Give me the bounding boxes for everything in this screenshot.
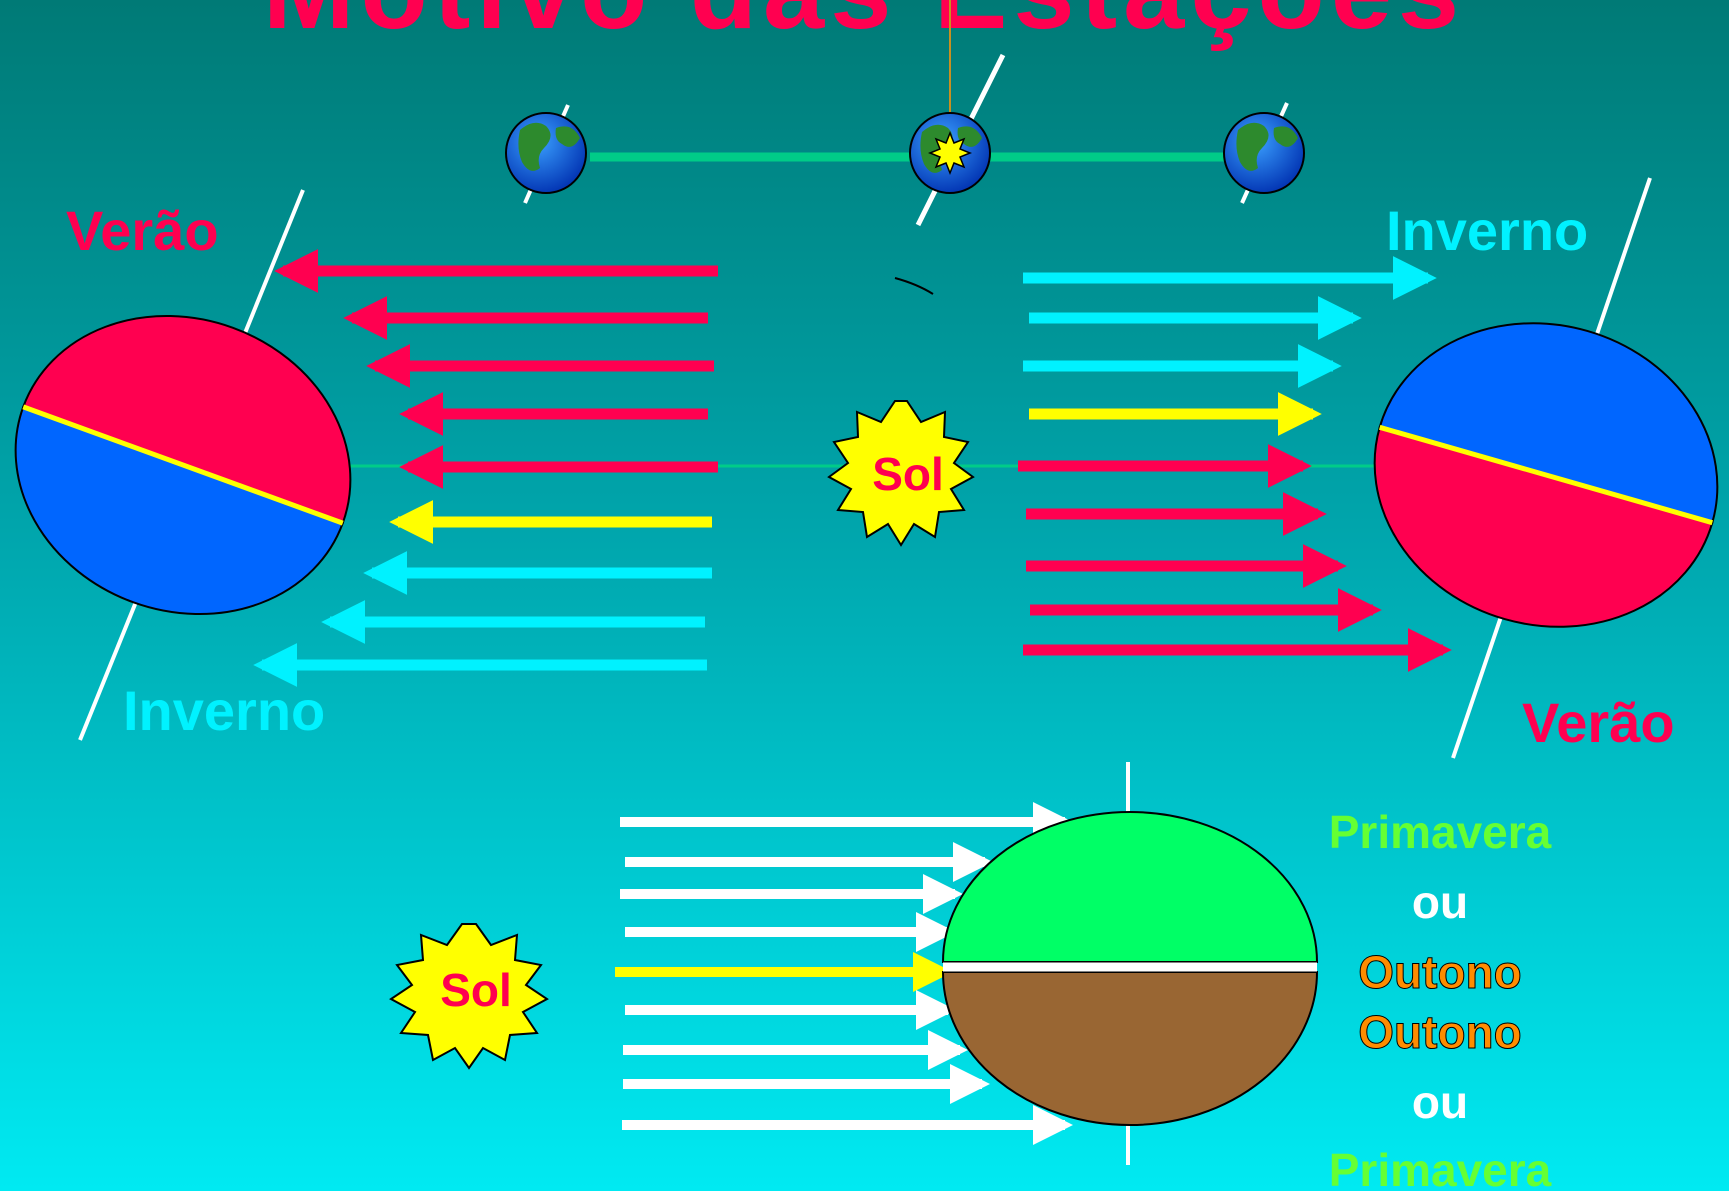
sun-burst-icon [927, 130, 973, 176]
left-top-label: Verão [66, 199, 219, 262]
right-globe: Inverno Verão [1373, 177, 1719, 759]
left-ray-arrows [253, 249, 718, 687]
label-primavera-2: Primavera [1329, 1144, 1552, 1191]
label-ou-2: ou [1412, 1076, 1468, 1128]
equinox-labels: Primavera ou Outono Outono ou Primavera [1329, 806, 1552, 1191]
bottom-ray-arrows [615, 802, 1073, 1145]
small-arc [894, 277, 934, 295]
left-globe: Verão Inverno [14, 189, 352, 742]
sun-label: Sol [440, 964, 512, 1016]
label-outono-1: Outono [1358, 946, 1522, 998]
label-primavera-1: Primavera [1329, 806, 1552, 858]
sun-label: Sol [872, 448, 944, 500]
orbit-diagram [505, 0, 1305, 295]
equator-line [1379, 424, 1713, 526]
equinox-globe [941, 762, 1319, 1165]
page-title: Motivo das Estações [263, 0, 1465, 52]
earth-icon [909, 53, 1006, 227]
label-outono-2: Outono [1358, 1006, 1522, 1058]
earth-icon [505, 104, 587, 204]
right-bottom-label: Verão [1522, 691, 1675, 754]
left-bottom-label: Inverno [123, 679, 325, 742]
right-top-label: Inverno [1386, 199, 1588, 262]
sun-bottom: Sol [389, 923, 549, 1070]
earth-icon [1223, 102, 1305, 204]
right-ray-arrows [1018, 256, 1452, 672]
equator-line [22, 404, 344, 526]
label-ou-1: ou [1412, 876, 1468, 928]
sun-burst-icon [389, 923, 549, 1070]
sun-burst-icon [827, 400, 975, 547]
sun-center: Sol [827, 400, 975, 547]
